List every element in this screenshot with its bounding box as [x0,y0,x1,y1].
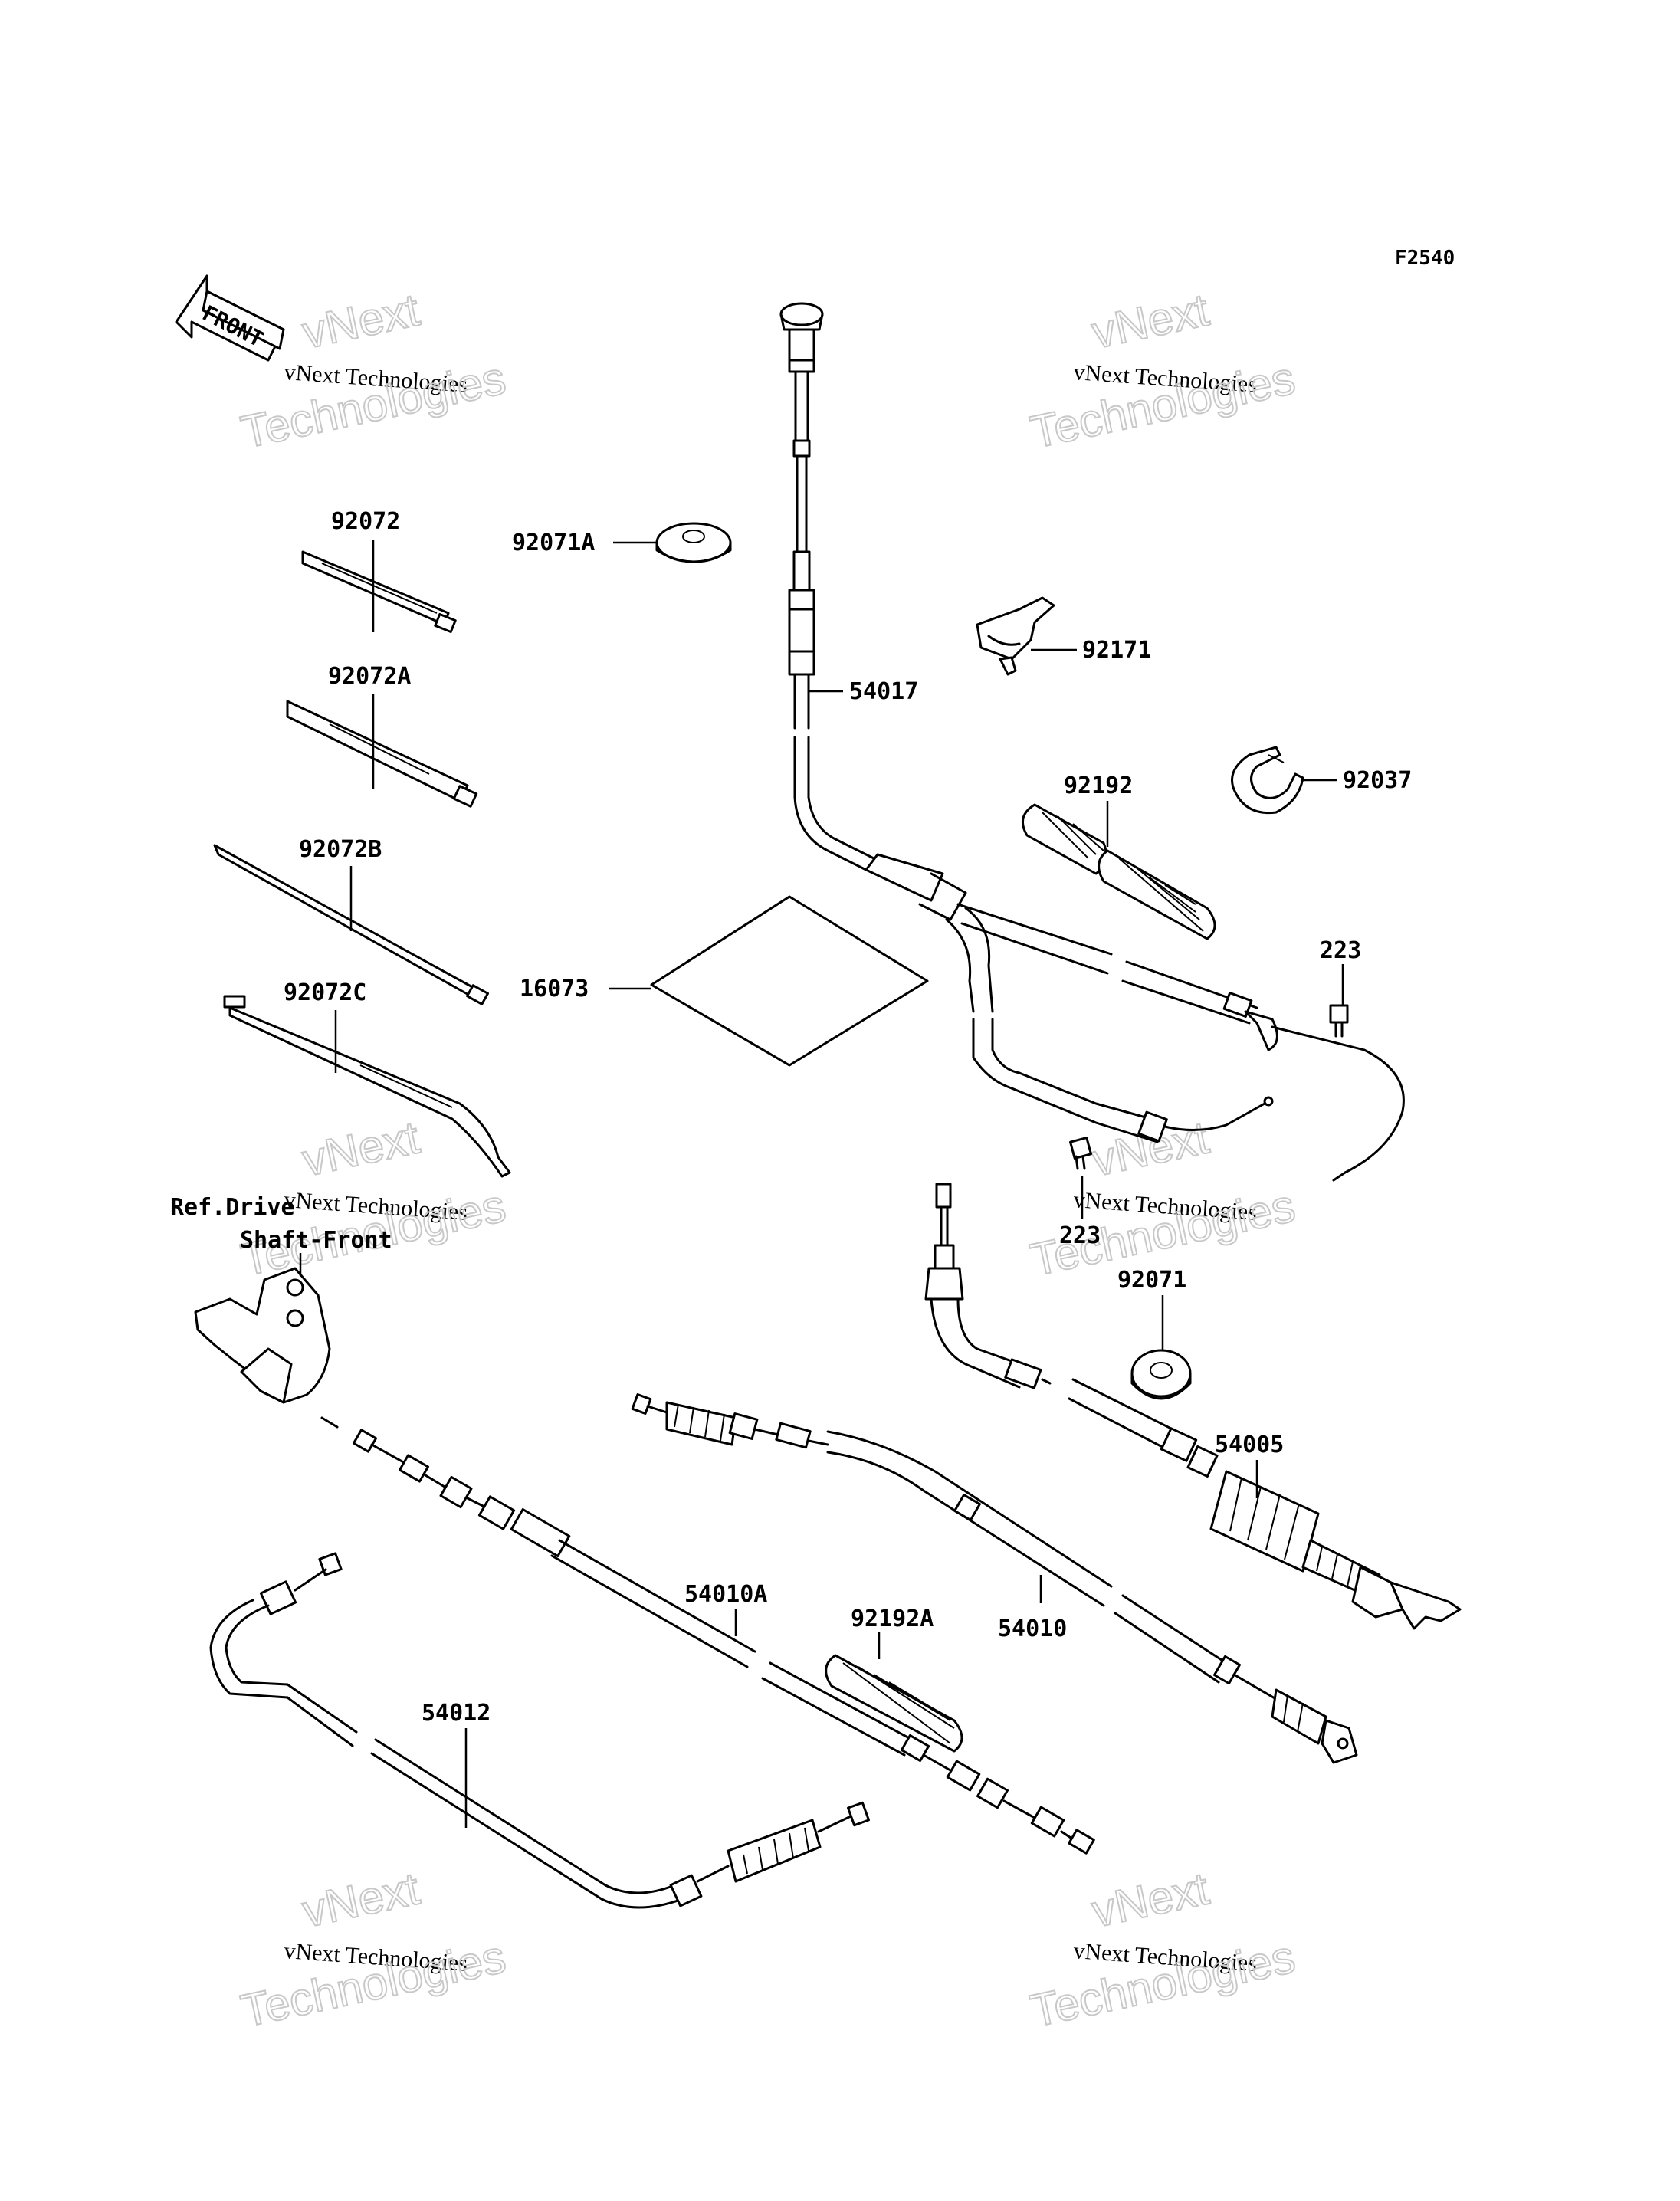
front-arrow-icon: FRONT [175,274,285,362]
label-92072A: 92072A [328,663,411,690]
label-54012: 54012 [422,1700,491,1727]
label-92072C: 92072C [284,979,366,1006]
part-54012-cable [209,1552,871,1909]
leader-lines [299,540,1344,1828]
part-92171-clamp [976,596,1055,676]
watermark-mid-right: vNext vNext Technologies Technologies [1025,1110,1301,1286]
diagram-code: F2540 [1395,247,1455,270]
part-54010-cable [631,1393,1358,1764]
label-92072: 92072 [331,508,400,535]
part-54005-cable [924,1183,1462,1630]
label-92071: 92071 [1117,1267,1186,1294]
watermark-top-right: vNext vNext Technologies Technologies [1025,283,1301,458]
label-ref-shaft-front: Shaft-Front [240,1227,392,1254]
part-223-bolt-lower [1069,1137,1092,1170]
watermark-bottom-left: vNext vNext Technologies Technologies [236,1862,511,2037]
part-92072B-cable-tie [213,844,489,1005]
svg-text:vNext: vNext [298,1111,424,1186]
svg-text:vNext: vNext [1088,1862,1213,1937]
label-92071A: 92071A [512,530,595,556]
part-92072-cable-tie [301,550,457,634]
part-92071-grommet [1130,1349,1192,1400]
svg-text:vNext: vNext [1088,284,1213,358]
label-ref-drive: Ref.Drive [170,1194,295,1221]
part-54017-choke-cable [779,302,1405,1182]
label-54005: 54005 [1215,1432,1284,1458]
svg-text:vNext: vNext [298,284,424,358]
label-92072B: 92072B [299,836,382,863]
label-92192: 92192 [1064,772,1133,799]
ref-drive-shaft-bracket [194,1267,331,1404]
watermark-top-left: vNext vNext Technologies Technologies [236,283,511,458]
label-54017: 54017 [849,678,918,705]
part-16073-sheet [650,895,929,1067]
label-223-upper: 223 [1320,937,1361,964]
label-54010A: 54010A [684,1581,767,1608]
part-92072C-cable-tie [223,995,511,1178]
svg-text:vNext: vNext [298,1862,424,1937]
part-223-bolt-upper [1329,1004,1349,1038]
label-92192A: 92192A [851,1606,934,1632]
watermark-bottom-right: vNext vNext Technologies Technologies [1025,1862,1301,2037]
label-92171: 92171 [1082,637,1151,664]
part-92071A-grommet [655,522,732,563]
part-92192A-tube [825,1654,963,1753]
label-54010: 54010 [998,1615,1067,1642]
label-223-lower: 223 [1059,1222,1101,1249]
part-92192-tube [1021,803,1216,940]
label-92037: 92037 [1343,767,1412,794]
part-54010A-cable [320,1416,1095,1855]
label-16073: 16073 [520,976,589,1002]
part-labels: 92072 92072A 92072B 92072C 92071A 54017 … [170,508,1412,1727]
part-92037-clamp [1231,746,1304,815]
part-92072A-cable-tie [286,700,478,808]
